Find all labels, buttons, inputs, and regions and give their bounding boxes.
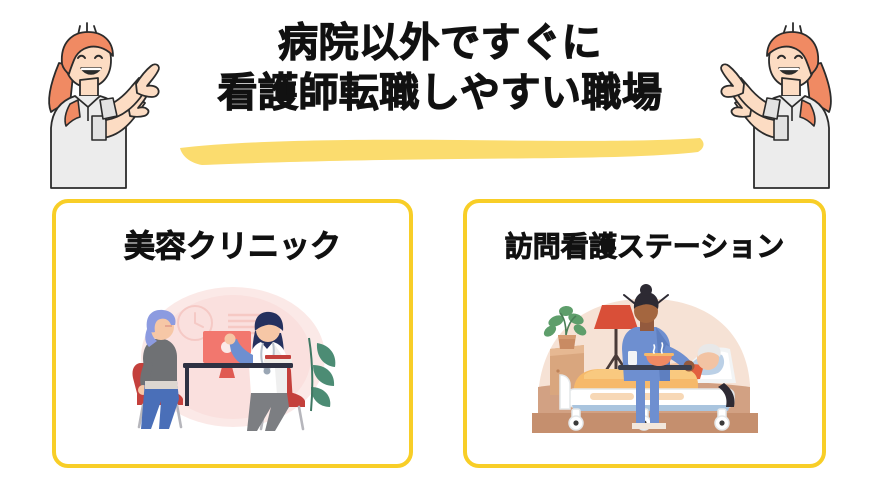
page-title: 病院以外ですぐに 看護師転職しやすい職場: [160, 18, 720, 118]
home-care-bed-illustration: [531, 283, 758, 433]
card-home-visit-nursing-station[interactable]: 訪問看護ステーション: [463, 199, 826, 468]
pointing-woman-left-illustration: [18, 8, 178, 193]
clinic-consultation-illustration: [125, 283, 341, 433]
pointing-woman-right-illustration: [702, 8, 862, 193]
card-home-visit-nursing-station-title: 訪問看護ステーション: [504, 231, 785, 263]
yellow-brush-underline: [178, 136, 706, 166]
card-beauty-clinic[interactable]: 美容クリニック: [52, 199, 413, 468]
page-title-line-1: 病院以外ですぐに: [277, 20, 602, 65]
page-title-line-2: 看護師転職しやすい職場: [217, 70, 663, 115]
card-beauty-clinic-title: 美容クリニック: [124, 229, 342, 265]
